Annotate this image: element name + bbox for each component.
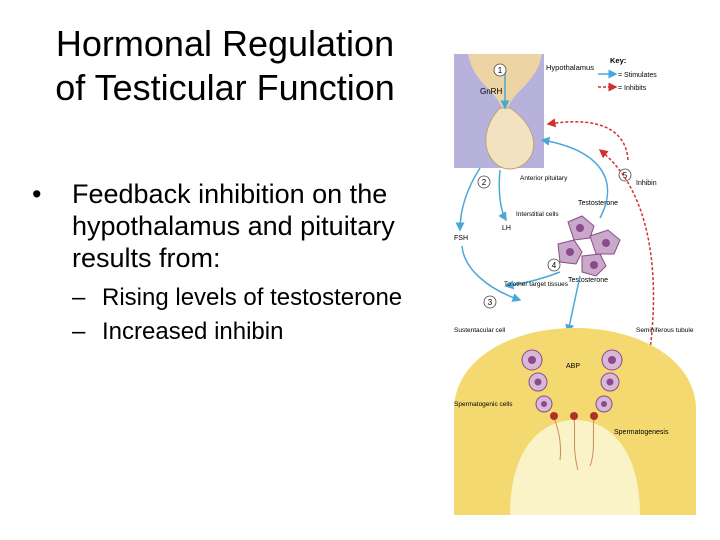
title-line-2: of Testicular Function (55, 67, 395, 108)
bullet-list: • Feedback inhibition on the hypothalamu… (22, 178, 422, 346)
interstitial-cells-cluster (557, 215, 621, 277)
sub-bullet-item: – Increased inhibin (22, 318, 422, 346)
bullet-item: • Feedback inhibition on the hypothalamu… (22, 178, 422, 274)
hormonal-regulation-diagram: 1 GnRH Hypothalamus Key: = Stimulates = … (454, 54, 696, 515)
step-1-label: 1 (498, 66, 503, 75)
sub-bullet-item: – Rising levels of testosterone (22, 284, 422, 312)
bullet-text: Feedback inhibition on the hypothalamus … (72, 179, 395, 273)
step-2-label: 2 (482, 178, 487, 187)
fsh-label: FSH (454, 235, 468, 242)
testosterone-top-label: Testosterone (578, 200, 618, 207)
step-marker-1: 1 (493, 63, 507, 77)
lh-label: LH (502, 225, 511, 232)
step-marker-4: 4 (547, 258, 561, 272)
gnrh-label: GnRH (480, 87, 502, 96)
tubule-lumen (510, 420, 640, 515)
spermatogenic-cells-label: Spermatogenic cells (454, 401, 513, 408)
bullet-dot-icon: • (32, 179, 42, 209)
other-target-tissues-label: To other target tissues (504, 281, 569, 288)
step-marker-5: 5 (618, 168, 632, 182)
testosterone-mid-label: Testosterone (568, 277, 608, 284)
dash-icon: – (72, 318, 86, 345)
step-marker-3: 3 (483, 295, 497, 309)
step-4-label: 4 (552, 261, 557, 270)
sub-bullet-text-2: Increased inhibin (102, 318, 284, 345)
key-stimulates-label: = Stimulates (618, 72, 657, 79)
spermatogenesis-label: Spermatogenesis (614, 429, 669, 436)
step-3-label: 3 (488, 298, 493, 307)
step-5-label: 5 (623, 171, 628, 180)
key-title: Key: (610, 56, 626, 65)
sub-bullet-text-1: Rising levels of testosterone (102, 284, 403, 311)
inhibin-label: Inhibin (636, 180, 657, 187)
anterior-pituitary-label: Anterior pituitary (520, 175, 568, 182)
title-line-1: Hormonal Regulation (55, 23, 395, 64)
sustentacular-cell-label: Sustentacular cell (454, 327, 506, 334)
anterior-pituitary-lobe (485, 107, 535, 170)
hypothalamus-label: Hypothalamus (546, 63, 594, 72)
dash-icon: – (72, 284, 86, 311)
step-marker-2: 2 (477, 175, 491, 189)
abp-label: ABP (566, 363, 580, 370)
seminiferous-tubule-label: Seminiferous tubule (636, 327, 694, 334)
key-inhibits-label: = Inhibits (618, 85, 647, 92)
slide-title: Hormonal Regulation of Testicular Functi… (20, 22, 430, 110)
spermatogenic-cells (521, 349, 623, 471)
interstitial-cells-label: Interstitial cells (516, 211, 559, 218)
